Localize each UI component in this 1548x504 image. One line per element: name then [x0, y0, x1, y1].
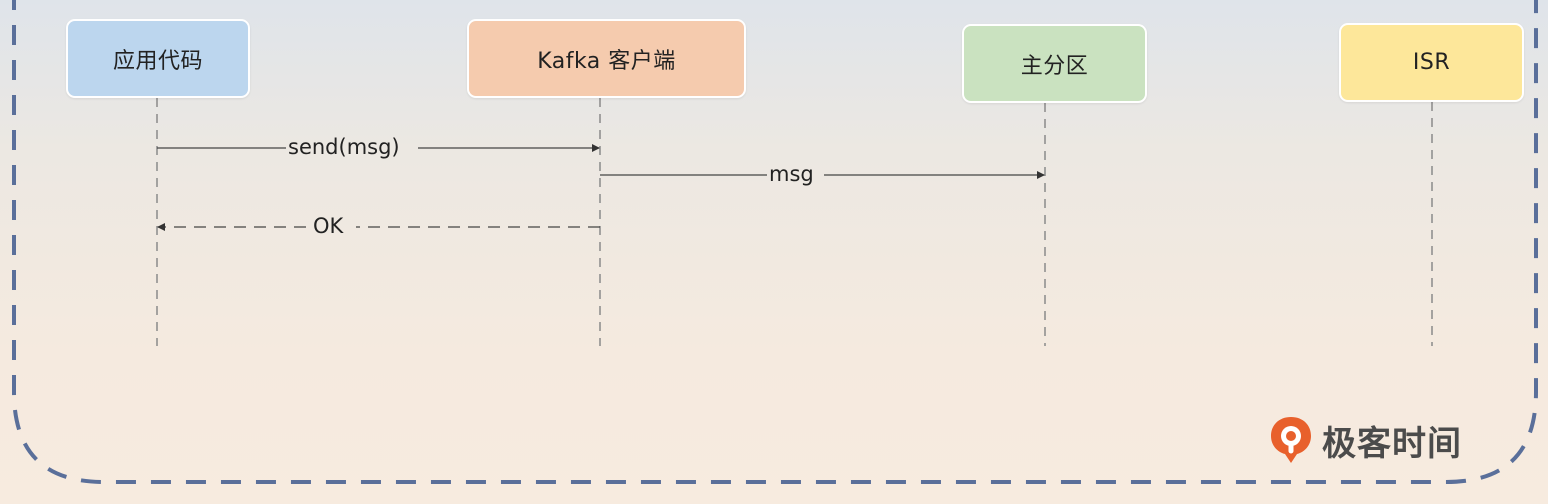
participant-isr: ISR [1339, 23, 1524, 102]
message-ok-label: OK [313, 214, 344, 238]
geektime-logo: 极客时间 [1268, 415, 1462, 465]
participant-app-code-label: 应用代码 [112, 48, 203, 74]
message-msg-label: msg [769, 162, 814, 186]
participant-kafka-client: Kafka 客户端 [467, 19, 746, 98]
participant-leader-partition-label: 主分区 [1020, 53, 1089, 79]
participant-isr-label: ISR [1412, 50, 1451, 75]
geektime-logo-icon [1271, 417, 1311, 463]
geektime-logo-text: 极客时间 [1322, 423, 1462, 464]
participant-app-code: 应用代码 [66, 19, 250, 98]
participant-leader-partition: 主分区 [962, 24, 1147, 103]
participant-kafka-client-label: Kafka 客户端 [537, 48, 676, 74]
message-send-label: send(msg) [288, 135, 400, 159]
